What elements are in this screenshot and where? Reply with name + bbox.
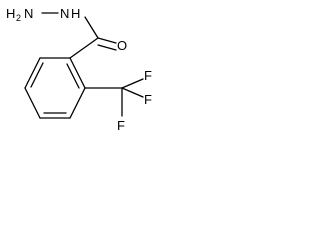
atom-n-amide-h: H <box>71 6 80 21</box>
bond-nh-carbonyl <box>84 16 99 39</box>
ring-bond-3 <box>24 87 41 119</box>
bond-c-o-2 <box>97 44 117 51</box>
bond-c-o-1 <box>97 37 117 44</box>
atom-n-terminal: N <box>24 6 33 21</box>
bond-c-f-top <box>121 78 144 89</box>
atom-h2-label: H <box>6 6 15 21</box>
bond-c-f-right <box>121 87 144 98</box>
ring-inner-bond-1 <box>30 62 44 88</box>
chemical-structure: H 2 N N H O F F F <box>6 6 152 133</box>
ring-bond-6 <box>69 57 86 89</box>
ring-inner-bond-3 <box>66 63 80 89</box>
atom-carbonyl-o: O <box>117 38 127 53</box>
atom-labels: H 2 N N H O F F F <box>6 6 152 133</box>
ring-bond-5 <box>69 87 86 119</box>
atom-fluorine-top: F <box>144 68 152 83</box>
atom-fluorine-bottom: F <box>117 118 125 133</box>
atom-h2-subscript: 2 <box>16 13 21 23</box>
bonds <box>24 12 144 119</box>
atom-n-amide: N <box>60 6 69 21</box>
bond-carbonyl-ring <box>69 37 99 59</box>
ring-bond-2 <box>24 57 41 89</box>
atom-fluorine-right: F <box>144 92 152 107</box>
